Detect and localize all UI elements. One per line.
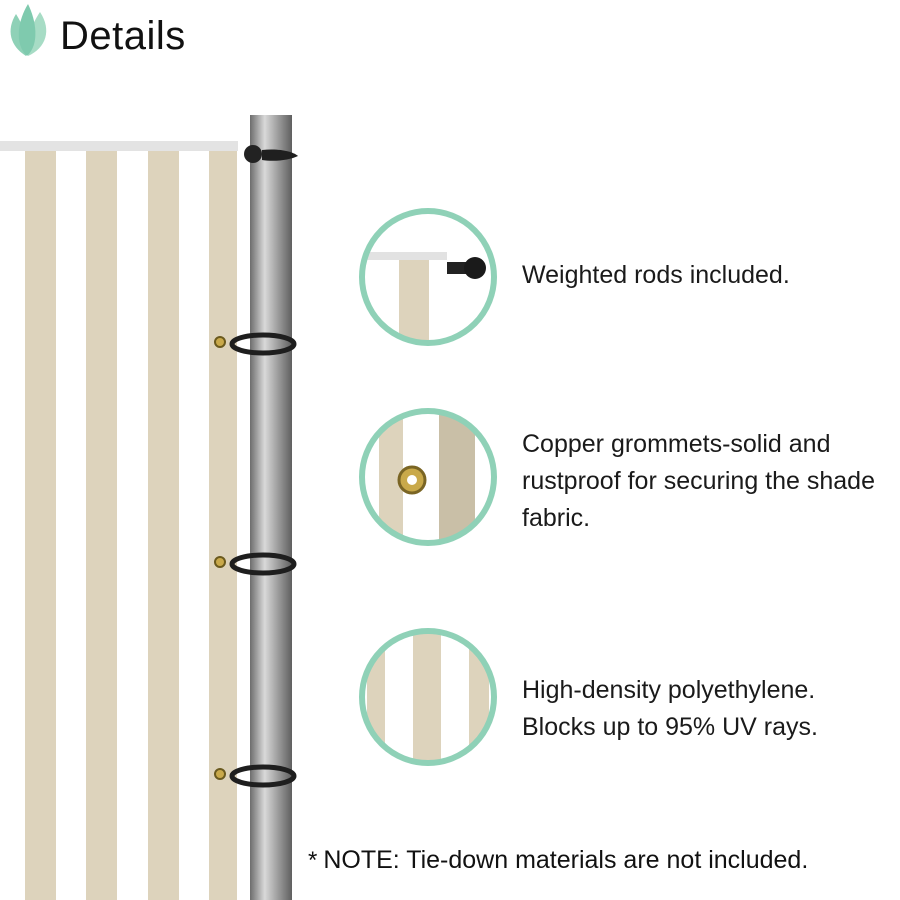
rod-closeup-icon	[359, 208, 497, 346]
note: *NOTE: Tie-down materials are not includ…	[308, 846, 808, 875]
rod-end-cap	[244, 145, 262, 163]
grommet-closeup-icon	[359, 408, 497, 546]
shade-panel-illustration	[0, 115, 298, 900]
page-title: Details	[60, 14, 186, 58]
feature-item: High-density polyethylene. Blocks up to …	[355, 624, 900, 774]
grommet-tie	[214, 332, 297, 356]
cable-tie	[262, 149, 298, 161]
feature-item: Weighted rods included.	[355, 204, 900, 354]
fabric-stripe	[209, 145, 237, 900]
note-star: *	[308, 847, 318, 874]
fabric-closeup-icon	[359, 628, 497, 766]
header: Details	[0, 0, 400, 80]
grommet-tie	[214, 764, 297, 788]
grommet-tie	[214, 552, 297, 576]
fabric-stripe	[148, 145, 179, 900]
leaf-logo-icon	[10, 4, 47, 56]
note-text: NOTE: Tie-down materials are not include…	[323, 846, 809, 874]
top-rod	[0, 141, 238, 151]
feature-text: Weighted rods included.	[522, 261, 790, 289]
feature-item: Copper grommets-solid and rustproof for …	[355, 404, 900, 554]
feature-text: Copper grommets-solid and rustproof for …	[522, 430, 875, 532]
fabric-stripe	[25, 145, 56, 900]
fabric-stripe	[86, 145, 117, 900]
feature-text: High-density polyethylene. Blocks up to …	[522, 676, 818, 741]
